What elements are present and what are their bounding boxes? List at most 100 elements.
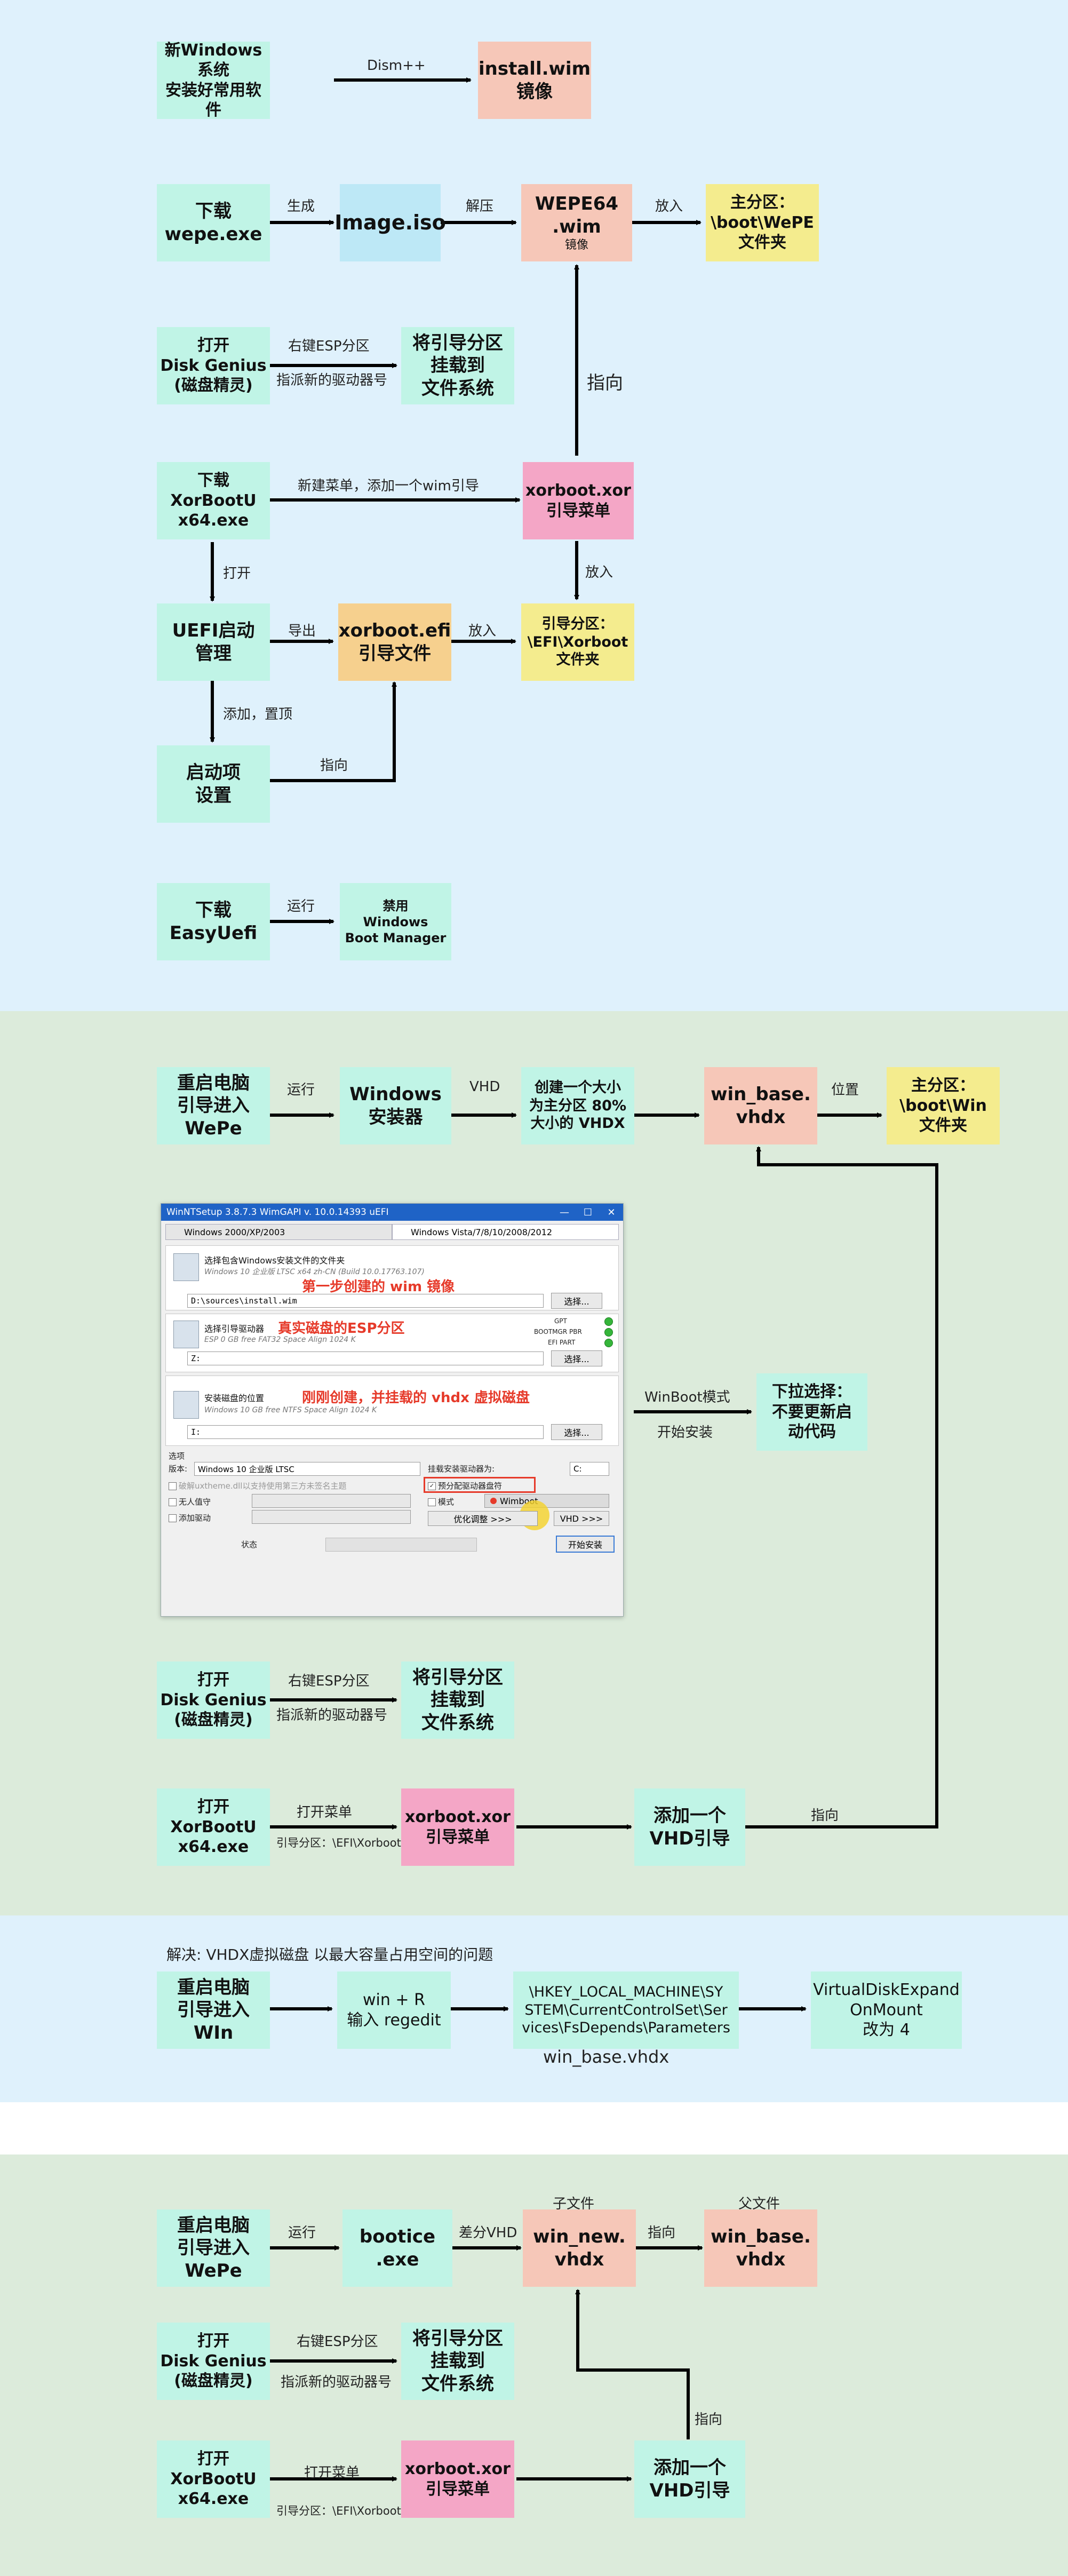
- label-location: 位置: [831, 1082, 859, 1098]
- box-boot-partition-xorboot: 引导分区： \EFI\Xorboot 文件夹: [521, 603, 634, 681]
- unattend-checkbox[interactable]: [169, 1498, 177, 1506]
- close-button[interactable]: ✕: [607, 1206, 616, 1218]
- box-win-r-regedit: win + R 输入 regedit: [337, 1971, 451, 2049]
- status-efi-led: [604, 1339, 613, 1347]
- label-add-top: 添加，置顶: [223, 706, 293, 722]
- prealloc-checkbox[interactable]: ✓: [428, 1482, 436, 1490]
- version-select[interactable]: Windows 10 企业版 LTSC: [194, 1462, 420, 1476]
- label-new-menu: 新建菜单，添加一个wim引导: [298, 478, 479, 494]
- install-drive-choose-button[interactable]: 选择...: [551, 1424, 602, 1440]
- box-win-base-vhdx-2: win_base. vhdx: [704, 2209, 817, 2287]
- note-vhdx-problem: 解决: VHDX虚拟磁盘 以最大容量占用空间的问题: [166, 1946, 493, 1963]
- box-mount-boot-partition-1: 将引导分区 挂载到 文件系统: [401, 327, 514, 404]
- label-run-3: 运行: [288, 2225, 316, 2241]
- mode-checkbox[interactable]: [428, 1498, 436, 1506]
- box-main-partition-win: 主分区： \boot\Win 文件夹: [887, 1067, 1000, 1144]
- box-download-easyuefi: 下载 EasyUefi: [157, 883, 270, 960]
- box-open-diskgenius-1: 打开 Disk Genius (磁盘精灵): [157, 327, 270, 404]
- minimize-button[interactable]: —: [560, 1206, 569, 1218]
- box-download-xorboot: 下载 XorBootU x64.exe: [157, 462, 270, 539]
- install-drive-subtitle: Windows 10 GB free NTFS Space Align 1024…: [204, 1406, 377, 1414]
- box-wepe64-subtitle: 镜像: [564, 238, 588, 252]
- label-win-base-vhdx: win_base.vhdx: [543, 2047, 670, 2067]
- maximize-button[interactable]: ☐: [583, 1206, 593, 1218]
- boot-drive-annotation: 真实磁盘的ESP分区: [278, 1321, 405, 1337]
- vhd-button[interactable]: VHD >>>: [554, 1511, 609, 1526]
- label-right-click-esp-1: 右键ESP分区: [288, 338, 370, 354]
- unattend-option-label: 无人值守: [179, 1497, 211, 1507]
- options-title: 选项: [169, 1451, 185, 1461]
- wimboot-dot-icon: [490, 1498, 497, 1504]
- prealloc-option[interactable]: ✓预分配驱动器盘符: [428, 1480, 502, 1491]
- mount-drive-select[interactable]: C:: [570, 1462, 609, 1476]
- box-new-windows: 新Windows系统 安装好常用软件: [157, 41, 270, 120]
- box-open-xorboot-1: 打开 XorBootU x64.exe: [157, 1788, 270, 1866]
- uxtheme-option[interactable]: 破解uxtheme.dll以支持使用第三方未签名主题: [169, 1480, 346, 1491]
- label-put-in-1: 放入: [655, 198, 683, 214]
- box-boot-item-settings: 启动项 设置: [157, 745, 270, 823]
- status-bootmgr: BOOTMGR PBR: [534, 1328, 582, 1335]
- unattend-option[interactable]: 无人值守: [169, 1496, 211, 1507]
- prealloc-highlight: [424, 1477, 536, 1493]
- unattend-field[interactable]: [252, 1494, 411, 1508]
- boot-drive-subtitle: ESP 0 GB free FAT32 Space Align 1024 K: [204, 1335, 356, 1344]
- tab-windows-vista-plus[interactable]: Windows Vista/7/8/10/2008/2012: [392, 1224, 619, 1240]
- panel-source: 选择包含Windows安装文件的文件夹 Windows 10 企业版 LTSC …: [165, 1245, 619, 1310]
- wimboot-select[interactable]: Wimboot: [484, 1494, 609, 1508]
- os-tabs: Windows 2000/XP/2003 Windows Vista/7/8/1…: [165, 1224, 619, 1240]
- install-drive-path-input[interactable]: I:: [187, 1425, 544, 1439]
- box-create-vhdx: 创建一个大小 为主分区 80% 大小的 VHDX: [521, 1067, 634, 1144]
- status-gpt: GPT: [554, 1317, 567, 1325]
- box-reboot-wepe-2: 重启电脑 引导进入 WePe: [157, 2209, 270, 2287]
- label-point-1: 指向: [587, 372, 623, 394]
- label-assign-drive-3: 指派新的驱动器号: [281, 2374, 392, 2390]
- panel-install-drive: 安装磁盘的位置 刚刚创建，并挂载的 vhdx 虚拟磁盘 Windows 10 G…: [165, 1376, 619, 1446]
- box-add-vhd-boot-2: 添加一个 VHD引导: [634, 2440, 745, 2518]
- source-choose-button[interactable]: 选择...: [551, 1293, 602, 1309]
- status-bootmgr-led: [604, 1328, 613, 1337]
- box-download-wepe: 下载 wepe.exe: [157, 184, 270, 261]
- box-image-iso: Image.iso: [334, 184, 446, 261]
- label-diff-vhd: 差分VHD: [459, 2225, 517, 2241]
- mode-option[interactable]: 模式: [428, 1496, 454, 1507]
- label-point-4: 指向: [648, 2225, 676, 2241]
- box-install-wim: install.wim 镜像: [478, 42, 591, 119]
- boot-drive-choose-button[interactable]: 选择...: [551, 1350, 602, 1366]
- box-add-vhd-boot-1: 添加一个 VHD引导: [634, 1788, 745, 1866]
- tab-windows-xp[interactable]: Windows 2000/XP/2003: [165, 1224, 392, 1240]
- prealloc-option-label: 预分配驱动器盘符: [438, 1481, 503, 1491]
- uxtheme-option-label: 破解uxtheme.dll以支持使用第三方未签名主题: [179, 1481, 347, 1491]
- add-drivers-option[interactable]: 添加驱动: [169, 1512, 211, 1523]
- box-xorboot-efi: xorboot.efi 引导文件: [338, 603, 451, 681]
- add-drivers-checkbox[interactable]: [169, 1514, 177, 1522]
- box-reboot-win: 重启电脑 引导进入 WIn: [157, 1971, 270, 2049]
- source-folder-icon: [173, 1253, 199, 1281]
- label-assign-drive-1: 指派新的驱动器号: [276, 372, 388, 388]
- source-path-input[interactable]: D:\sources\install.wim: [187, 1294, 544, 1308]
- box-open-diskgenius-3: 打开 Disk Genius (磁盘精灵): [157, 2323, 270, 2400]
- box-dropdown-select: 下拉选择： 不要更新启 动代码: [756, 1373, 867, 1451]
- winntsetup-window: WinNTSetup 3.8.7.3 WimGAPI v. 10.0.14393…: [161, 1203, 624, 1617]
- label-put-in-3: 放入: [468, 623, 497, 639]
- box-mount-boot-partition-2: 将引导分区 挂载到 文件系统: [401, 1661, 514, 1739]
- box-registry-path: \HKEY_LOCAL_MACHINE\SY STEM\CurrentContr…: [513, 1971, 739, 2049]
- label-generate: 生成: [287, 198, 315, 214]
- box-wepe64-wim: WEPE64 .wim 镜像: [521, 184, 632, 261]
- box-xorboot-menu-2: xorboot.xor 引导菜单: [401, 1788, 514, 1866]
- label-open-1: 打开: [223, 566, 251, 582]
- tweak-button[interactable]: 优化调整 >>>: [428, 1511, 538, 1526]
- box-mount-boot-partition-3: 将引导分区 挂载到 文件系统: [401, 2323, 514, 2400]
- box-wepe64-title: WEPE64 .wim: [535, 193, 619, 237]
- install-drive-annotation: 刚刚创建，并挂载的 vhdx 虚拟磁盘: [302, 1390, 530, 1406]
- box-windows-installer: Windows 安装器: [340, 1067, 451, 1144]
- label-open-menu-2: 打开菜单: [304, 2465, 360, 2481]
- box-open-xorboot-2: 打开 XorBootU x64.exe: [157, 2440, 270, 2518]
- box-bootice: bootice .exe: [342, 2209, 452, 2287]
- box-uefi-boot-manager: UEFI启动 管理: [157, 603, 270, 681]
- add-drivers-field[interactable]: [252, 1510, 411, 1524]
- start-install-button[interactable]: 开始安装: [556, 1536, 615, 1553]
- boot-drive-path-input[interactable]: Z:: [187, 1351, 544, 1365]
- box-win-new-vhdx: win_new. vhdx: [523, 2209, 636, 2287]
- uxtheme-checkbox[interactable]: [169, 1482, 177, 1490]
